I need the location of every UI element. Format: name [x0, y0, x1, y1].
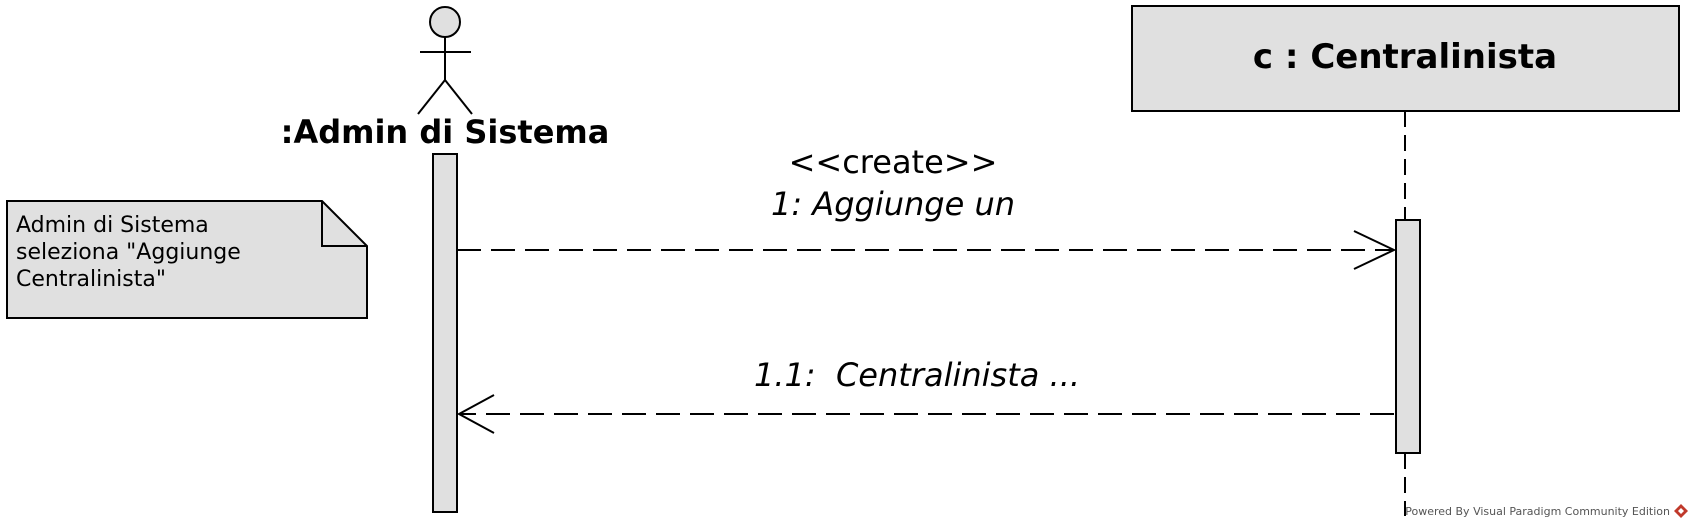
note-shape: [6, 200, 368, 319]
create-message-stereotype: <<create>>: [789, 143, 998, 181]
create-message-label: 1: Aggiunge un: [771, 185, 1015, 223]
create-message-arrow: [457, 230, 1397, 270]
return-message-arrow: [456, 394, 1394, 434]
footer-watermark: Powered By Visual Paradigm Community Edi…: [1405, 505, 1670, 518]
actor-activation-bar: [432, 153, 458, 513]
return-message-label: 1.1: Centralinista ...: [754, 356, 1080, 394]
actor-label: :Admin di Sistema: [281, 113, 610, 151]
visual-paradigm-logo-icon: [1674, 504, 1688, 518]
lifeline-header-box: [1131, 5, 1680, 112]
actor-stick-figure-icon: [417, 6, 473, 115]
note-line-3: Centralinista": [16, 267, 166, 292]
note-line-2: seleziona "Aggiunge: [16, 240, 241, 265]
lifeline-label: c : Centralinista: [1253, 37, 1557, 77]
note-line-1: Admin di Sistema: [16, 213, 209, 238]
lifeline-activation-bar: [1395, 219, 1421, 454]
